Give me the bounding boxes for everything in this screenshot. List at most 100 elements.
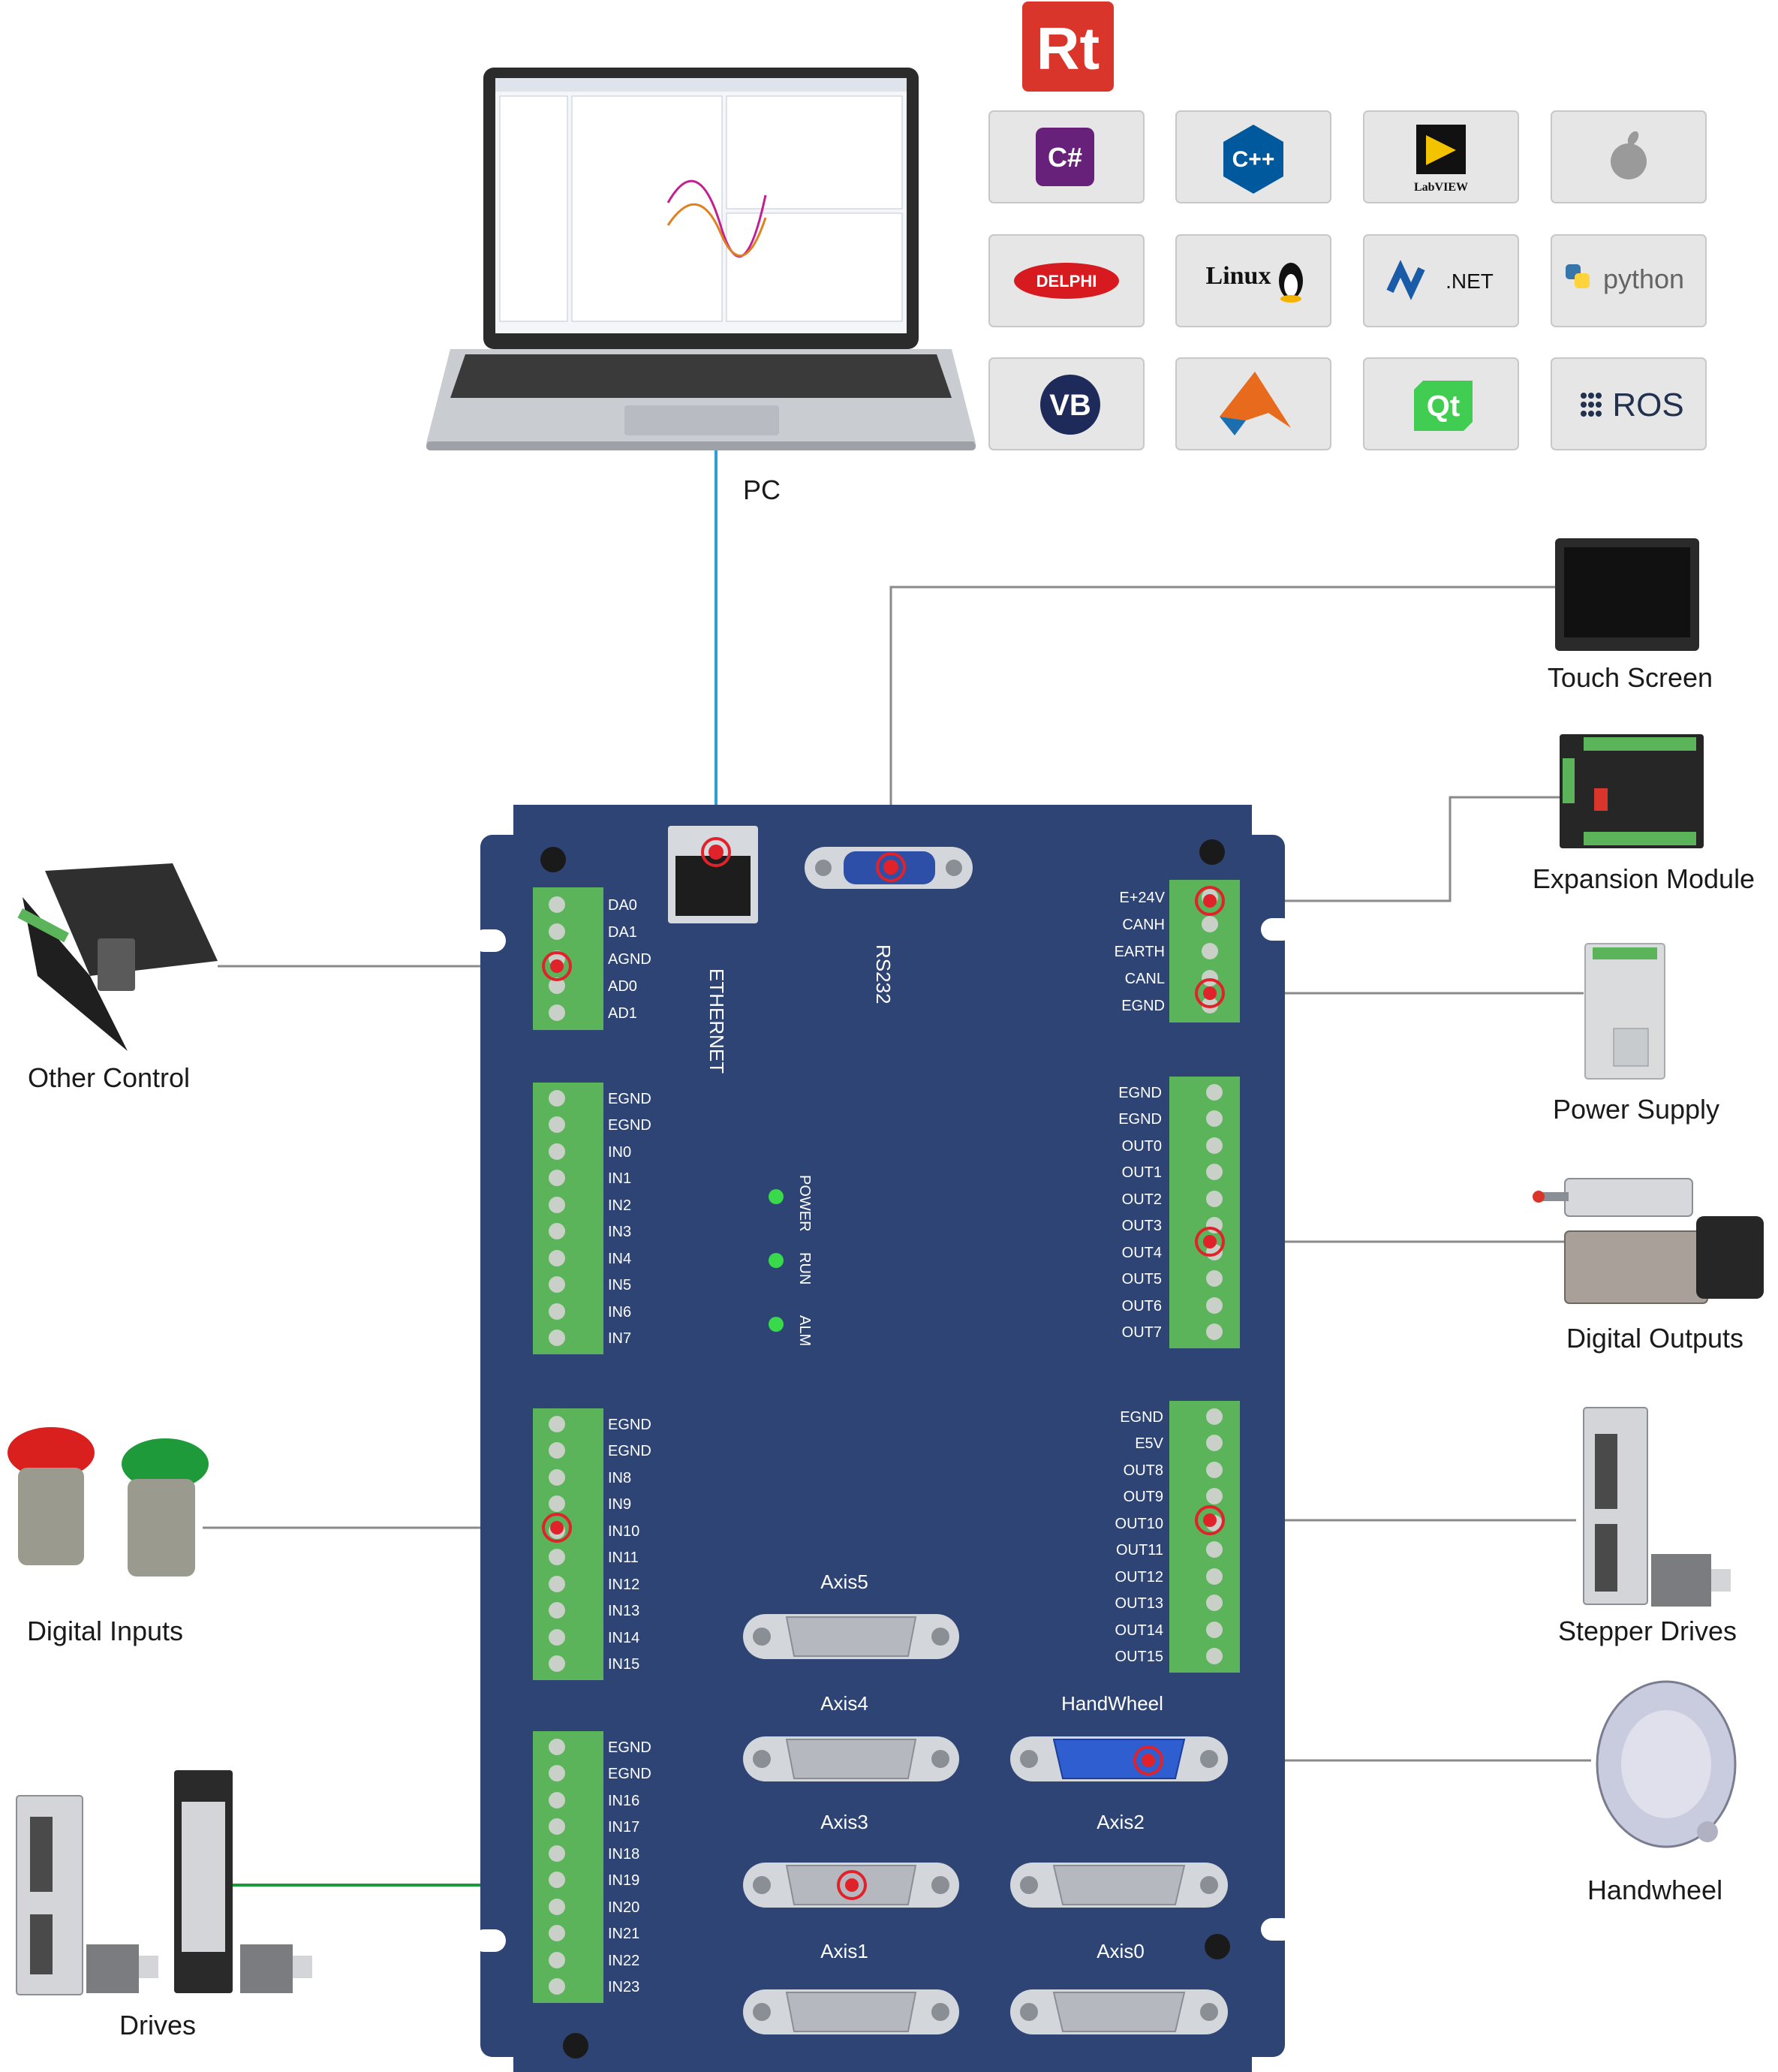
csharp-logo: C# [988, 110, 1145, 203]
pin-label-out12: OUT12 [1115, 1569, 1163, 1586]
digital-outputs-label: Digital Outputs [1566, 1323, 1743, 1354]
pin-label-in6: IN6 [608, 1304, 631, 1321]
svg-text:python: python [1603, 264, 1684, 294]
digital-inputs-icon [8, 1427, 209, 1577]
svg-text:LabVIEW: LabVIEW [1414, 181, 1468, 194]
axis-connectors: Axis5 Axis4 HandWheel Axis3 [743, 1571, 1228, 2034]
expansion-module-label: Expansion Module [1533, 863, 1755, 894]
handwheel-connector [1010, 1736, 1228, 1781]
pin-label-in17: IN17 [608, 1819, 639, 1836]
pin-label-out5: OUT5 [1122, 1271, 1162, 1287]
pin-label-egnd: EGND [1118, 1111, 1162, 1128]
power-supply-icon [1584, 943, 1665, 1080]
pin-label-in7: IN7 [608, 1330, 631, 1347]
pin-label-out14: OUT14 [1115, 1622, 1163, 1639]
pin-label-in20: IN20 [608, 1899, 639, 1916]
pin-label-out4: OUT4 [1122, 1245, 1162, 1261]
pin-label-out1: OUT1 [1122, 1164, 1162, 1181]
pin-label-in22: IN22 [608, 1953, 639, 1969]
pin-label-egnd: EGND [608, 1117, 651, 1134]
pin-label-in16: IN16 [608, 1793, 639, 1809]
pc-label: PC [743, 474, 781, 505]
pin-label-in19: IN19 [608, 1872, 639, 1889]
pin-label-e5v: E5V [1135, 1435, 1163, 1452]
digital-outputs-icon [1533, 1178, 1764, 1304]
terminal-block-left-3: EGND EGND IN8 IN9 IN10 IN11 IN12 IN13 IN… [533, 1408, 651, 1680]
terminal-block-right-2: EGND EGND OUT0 OUT1 OUT2 OUT3 OUT4 OUT5 … [1118, 1077, 1240, 1348]
axis1-connector [743, 1989, 959, 2034]
axis5-connector [743, 1614, 959, 1659]
axis0-label: Axis0 [1097, 1940, 1145, 1962]
vb-logo: VB [988, 357, 1145, 450]
pin-label-e-24v: E+24V [1119, 890, 1165, 906]
pin-label-egnd: EGND [1121, 998, 1165, 1014]
pin-label-egnd: EGND [608, 1091, 651, 1107]
pin-label-out10: OUT10 [1115, 1516, 1163, 1532]
terminal-block-right-1: E+24V CANH EARTH CANL EGND [1115, 880, 1240, 1022]
linux-logo: Linux [1175, 234, 1331, 327]
ethernet-label: ETHERNET [705, 968, 728, 1074]
pin-label-out6: OUT6 [1122, 1298, 1162, 1315]
svg-text:VB: VB [1049, 389, 1091, 422]
python-logo: python [1551, 234, 1707, 327]
rs232-port [805, 847, 973, 889]
ethernet-port [668, 826, 758, 923]
pin-label-in23: IN23 [608, 1979, 639, 1995]
led-label-alm: ALM [796, 1315, 813, 1346]
pin-label-in15: IN15 [608, 1656, 639, 1673]
pin-label-ad1: AD1 [608, 1005, 637, 1022]
pin-label-out2: OUT2 [1122, 1191, 1162, 1208]
status-leds: POWER RUN ALM [769, 1175, 813, 1346]
dotnet-logo: .NET [1363, 234, 1519, 327]
stepper-drives-icon [1583, 1407, 1731, 1607]
drives-icon [16, 1770, 312, 1995]
axis2-label: Axis2 [1097, 1811, 1145, 1833]
pin-label-egnd: EGND [608, 1443, 651, 1459]
led-label-power: POWER [796, 1175, 813, 1232]
pin-label-in4: IN4 [608, 1251, 631, 1267]
pin-label-da0: DA0 [608, 897, 637, 914]
other-control-label: Other Control [28, 1062, 190, 1093]
matlab-logo [1175, 357, 1331, 450]
screw-icon [540, 839, 1230, 2058]
handwheel-icon [1596, 1680, 1737, 1848]
power-led [769, 1189, 784, 1204]
pin-label-in21: IN21 [608, 1926, 639, 1942]
delphi-logo: DELPHI [988, 234, 1145, 327]
pin-label-earth: EARTH [1115, 944, 1165, 960]
svg-text:C#: C# [1048, 142, 1082, 173]
svg-text:.NET: .NET [1446, 270, 1494, 293]
svg-text:C++: C++ [1232, 147, 1275, 172]
apple-logo [1551, 110, 1707, 203]
pin-label-in13: IN13 [608, 1603, 639, 1619]
svg-text:Linux: Linux [1206, 262, 1271, 290]
pin-label-out0: OUT0 [1122, 1138, 1162, 1155]
pin-label-ad0: AD0 [608, 978, 637, 995]
pin-label-egnd: EGND [1118, 1085, 1162, 1101]
pin-label-in12: IN12 [608, 1577, 639, 1593]
pin-label-in5: IN5 [608, 1277, 631, 1293]
controller-board: ETHERNET RS232 POWER RUN ALM DA0 DA1 [473, 805, 1294, 2072]
pin-label-in3: IN3 [608, 1224, 631, 1240]
brand-logo: Rt [1022, 2, 1114, 92]
pin-label-egnd: EGND [1120, 1409, 1163, 1426]
pin-label-out11: OUT11 [1116, 1542, 1163, 1559]
axis5-label: Axis5 [820, 1571, 868, 1593]
pin-label-agnd: AGND [608, 951, 651, 968]
pin-label-canh: CANH [1122, 917, 1165, 933]
other-control-icon [17, 863, 218, 1051]
drives-label: Drives [119, 2010, 196, 2040]
pin-label-out9: OUT9 [1124, 1489, 1163, 1505]
expansion-module-icon [1560, 734, 1704, 848]
cpp-logo: C++ [1175, 110, 1331, 203]
pin-label-in1: IN1 [608, 1170, 631, 1187]
terminal-block-right-3: EGND E5V OUT8 OUT9 OUT10 OUT11 OUT12 OUT… [1115, 1401, 1240, 1673]
axis3-connector [743, 1863, 959, 1908]
pin-label-egnd: EGND [608, 1766, 651, 1782]
pin-label-out15: OUT15 [1115, 1649, 1163, 1665]
pin-label-in10: IN10 [608, 1523, 639, 1540]
stepper-drives-label: Stepper Drives [1558, 1616, 1737, 1646]
pin-label-in9: IN9 [608, 1496, 631, 1513]
pin-label-in2: IN2 [608, 1197, 631, 1214]
